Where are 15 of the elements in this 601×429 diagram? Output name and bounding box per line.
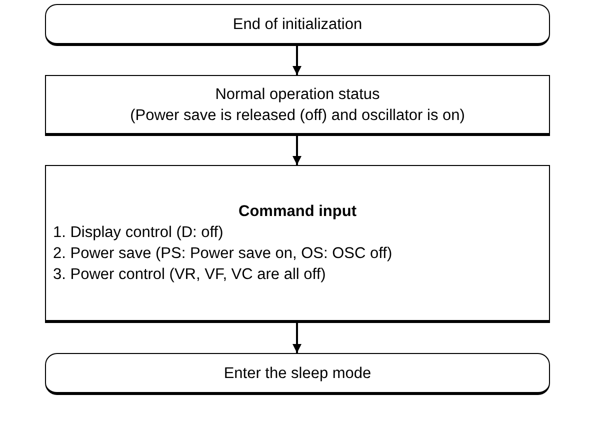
arrow — [292, 323, 302, 353]
process-box — [45, 165, 550, 323]
list-item: 2. Power save (PS: Power save on, OS: OSC off) — [52, 244, 394, 264]
arrow — [292, 136, 302, 165]
box-title: End of initialization — [232, 14, 364, 34]
box-note: (Power save is released (off) and oscillator is on) — [129, 106, 466, 126]
process-box — [45, 75, 550, 136]
box-title: Normal operation status — [214, 84, 381, 104]
terminator-box — [45, 4, 550, 46]
arrow — [292, 46, 302, 75]
list-item: 1. Display control (D: off) — [52, 223, 224, 243]
list-item: 3. Power control (VR, VF, VC are all off) — [52, 265, 327, 285]
box-title: Enter the sleep mode — [222, 364, 372, 384]
box-heading: Command input — [238, 202, 358, 222]
terminator-box — [45, 353, 550, 395]
